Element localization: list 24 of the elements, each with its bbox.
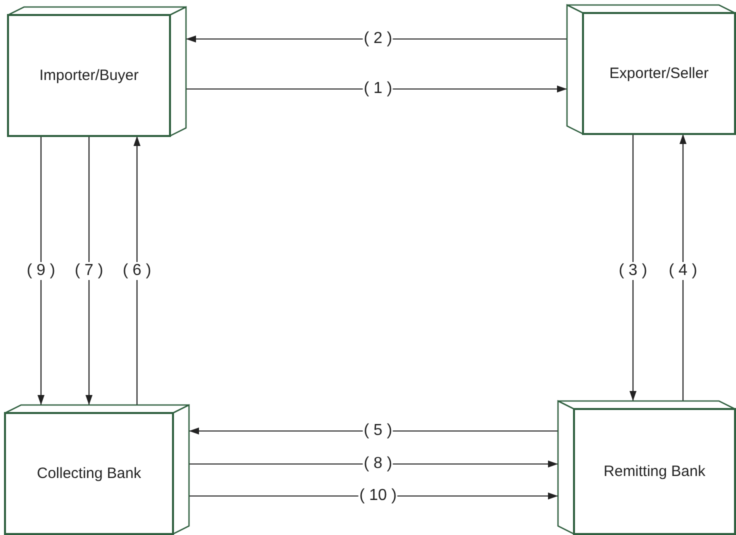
arrow xyxy=(86,136,92,405)
edge-label: ( 1 ) xyxy=(362,80,394,98)
arrow xyxy=(189,492,558,500)
arrow xyxy=(630,134,636,401)
edge-label: ( 4 ) xyxy=(668,262,698,280)
edge-label: ( 7 ) xyxy=(74,262,104,280)
arrow xyxy=(186,36,567,42)
arrow xyxy=(189,428,558,434)
node-label: Remitting Bank xyxy=(604,463,706,480)
node-label: Exporter/Seller xyxy=(609,65,709,82)
edge-label: ( 9 ) xyxy=(26,262,56,280)
edge-label: ( 6 ) xyxy=(122,262,152,280)
edge-label: ( 10 ) xyxy=(358,487,398,505)
edge-label: ( 3 ) xyxy=(618,262,648,280)
arrow xyxy=(680,134,686,401)
edge-label: ( 8 ) xyxy=(362,455,394,473)
edge-label: ( 2 ) xyxy=(362,30,394,48)
arrow xyxy=(134,136,140,405)
arrow xyxy=(189,460,558,468)
node-label: Collecting Bank xyxy=(36,465,142,482)
node-label: Importer/Buyer xyxy=(39,67,139,84)
arrow xyxy=(186,86,567,92)
edge-label: ( 5 ) xyxy=(362,422,394,440)
arrow xyxy=(38,136,44,405)
